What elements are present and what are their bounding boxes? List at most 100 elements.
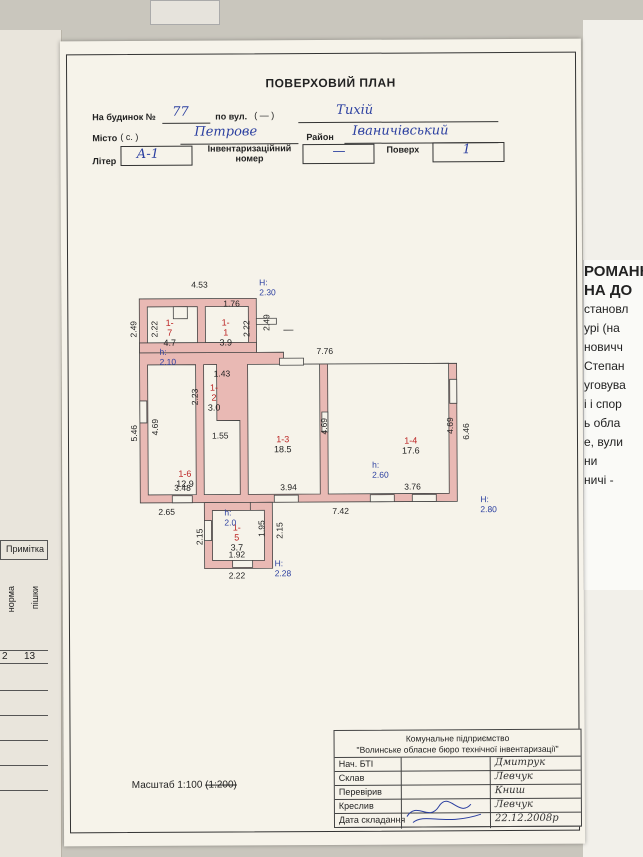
room-area: 3.0 bbox=[207, 402, 221, 413]
organization: Комунальне підприємство "Волинське облас… bbox=[334, 729, 581, 758]
window bbox=[171, 495, 193, 504]
room-1-3: 1-3 18.5 bbox=[274, 434, 292, 454]
bg-right-line: і і спор bbox=[584, 397, 622, 411]
bg-right-line: ь обла bbox=[584, 416, 621, 430]
dim: 7.42 bbox=[332, 505, 349, 516]
scale-note: Масштаб 1:100 (1:200) bbox=[132, 779, 237, 791]
height-mark: H: 2.80 bbox=[480, 494, 497, 515]
register-rule bbox=[0, 690, 48, 691]
stamp-row-value: 22.12.2008р bbox=[494, 812, 559, 825]
dim: 2.65 bbox=[158, 506, 175, 517]
dim: 4.53 bbox=[191, 279, 208, 290]
register-rule bbox=[0, 790, 48, 791]
window bbox=[369, 494, 395, 503]
register-rule bbox=[0, 740, 48, 741]
bg-right-line: е, вули bbox=[584, 435, 623, 449]
bg-right-line: ни bbox=[584, 454, 598, 468]
dim: 2.22 bbox=[149, 320, 160, 338]
height-mark: h: 2.60 bbox=[372, 459, 389, 480]
signature-scribble bbox=[406, 800, 482, 823]
scale-label: Масштаб 1:100 bbox=[131, 779, 203, 792]
stamp-row-label: Креслив bbox=[338, 800, 374, 811]
dim: 2.15 bbox=[274, 522, 285, 539]
window bbox=[273, 494, 299, 503]
stove bbox=[172, 306, 188, 320]
room-number: 1-6 bbox=[178, 468, 192, 479]
org-line: "Волинське обласне бюро технічної інвент… bbox=[356, 743, 559, 755]
background-left-register: Примітка норма пішки 2 13 bbox=[0, 30, 62, 857]
floor-plan-sheet: ПОВЕРХОВИЙ ПЛАН На будинок № 77 по вул. … bbox=[59, 38, 586, 847]
dim: 4.69 bbox=[149, 418, 160, 436]
window bbox=[139, 400, 148, 424]
register-numbers: 2 13 bbox=[0, 650, 48, 664]
background-paper-top bbox=[150, 0, 220, 25]
stamp-row-label: Нач. БТІ bbox=[338, 758, 374, 769]
register-header: Примітка bbox=[0, 540, 48, 560]
window bbox=[449, 378, 458, 404]
stamp-row-value: Левчук bbox=[494, 798, 534, 811]
register-rule bbox=[0, 765, 48, 766]
stamp-row-value: Левчук bbox=[494, 770, 533, 783]
room-number: 1-4 bbox=[404, 435, 418, 446]
scale-struck: (1:200) bbox=[205, 779, 237, 791]
height-mark: h: 2.0 bbox=[224, 507, 237, 528]
register-col-label: норма bbox=[6, 586, 16, 613]
dim: 2.49 bbox=[261, 314, 272, 331]
room-number: 1-3 bbox=[276, 434, 290, 445]
stamp-row-value: Книш bbox=[494, 784, 526, 797]
dim: 2.22 bbox=[228, 570, 246, 581]
dim: 1.55 bbox=[211, 430, 229, 441]
bg-right-line: Степан bbox=[584, 359, 625, 373]
register-col-label: пішки bbox=[30, 586, 40, 610]
room-number: 1-7 bbox=[165, 317, 174, 338]
background-right-document: РОМАНК НА ДО становл урі (на новичч Степ… bbox=[583, 260, 643, 590]
window bbox=[279, 357, 304, 366]
bg-right-line: НА ДО bbox=[584, 282, 633, 299]
floor-plan-drawing bbox=[138, 297, 458, 570]
bg-right-line: становл bbox=[584, 302, 629, 316]
dim: 2.15 bbox=[194, 528, 205, 546]
bg-right-line: ничі - bbox=[584, 473, 614, 487]
dim: 2.49 bbox=[128, 320, 139, 338]
room-number: 1-2 bbox=[209, 382, 219, 403]
register-num: 2 bbox=[2, 651, 8, 662]
dim: 1.76 bbox=[223, 298, 240, 309]
dim: 4.69 bbox=[444, 417, 455, 434]
wall-porch bbox=[203, 501, 274, 570]
height-mark: H: 2.28 bbox=[274, 558, 292, 579]
bg-right-line: урі (на bbox=[584, 321, 620, 335]
dim: 2.22 bbox=[241, 320, 252, 337]
dim: 1.92 bbox=[228, 549, 246, 560]
dim: 1.43 bbox=[213, 368, 231, 379]
height-mark: h: 2.10 bbox=[159, 346, 177, 367]
stamp-row: Нач. БТІ Дмитрук bbox=[334, 756, 581, 772]
register-rule bbox=[0, 715, 48, 716]
room-number: 1-1 bbox=[221, 317, 230, 338]
room-1-1: 1-1 3.9 bbox=[219, 317, 232, 347]
title-block: Комунальне підприємство "Волинське облас… bbox=[333, 728, 583, 829]
dim: 3.94 bbox=[280, 482, 297, 493]
bg-right-line: новичч bbox=[584, 340, 623, 354]
dim: 2.23 bbox=[189, 388, 200, 406]
window bbox=[204, 520, 212, 542]
window bbox=[232, 559, 254, 568]
dim: 1.95 bbox=[256, 520, 267, 537]
stamp-row-value: Дмитрук bbox=[494, 756, 546, 769]
dim: 6.46 bbox=[460, 423, 471, 440]
room-1-7: 1-7 4.7 bbox=[163, 318, 176, 348]
room-area: 17.6 bbox=[402, 445, 420, 456]
register-table: Примітка норма пішки 2 13 bbox=[0, 530, 48, 830]
dim: 5.46 bbox=[128, 424, 139, 442]
bg-right-line: уговува bbox=[584, 378, 626, 392]
dim: 3.76 bbox=[404, 481, 421, 492]
stamp-row-label: Дата складання bbox=[338, 814, 406, 825]
room-area: 18.5 bbox=[274, 444, 292, 455]
room-1-2: 1-2 3.0 bbox=[208, 383, 221, 413]
wall-partition bbox=[139, 341, 257, 354]
dim: 3.48 bbox=[174, 482, 191, 493]
dim: 7.76 bbox=[316, 345, 334, 357]
stamp-row: Склав Левчук bbox=[334, 770, 581, 786]
height-mark: H: 2.30 bbox=[259, 277, 276, 298]
register-num: 13 bbox=[24, 651, 36, 662]
window bbox=[411, 494, 437, 502]
